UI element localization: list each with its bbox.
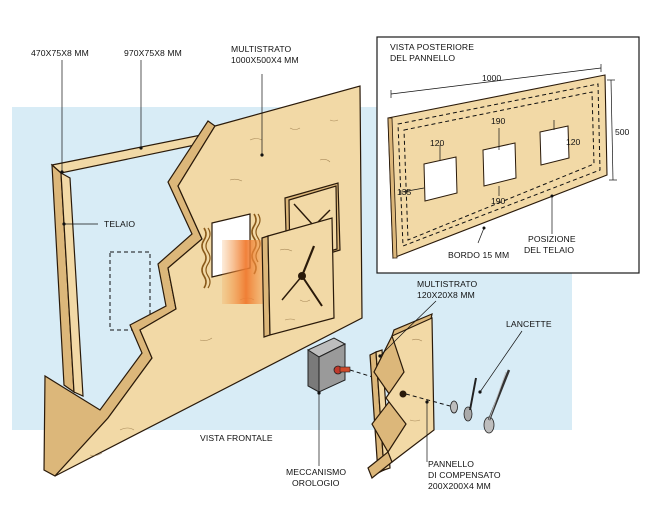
label-small-ply-size: 120X20X8 MM: [417, 290, 475, 300]
label-telaio: TELAIO: [104, 219, 135, 229]
label-pannello-3: 200X200X4 MM: [428, 481, 491, 491]
label-pannello-2: DI COMPENSATO: [428, 470, 501, 480]
dim-1000: 1000: [482, 73, 501, 83]
label-bordo: BORDO 15 MM: [448, 250, 509, 260]
label-frame-top: 970X75X8 MM: [124, 48, 182, 58]
clock-mechanism: [306, 337, 377, 393]
label-lancette: LANCETTE: [506, 319, 552, 329]
rear-view-inset: [376, 36, 640, 274]
label-meccanismo-1: MECCANISMO: [286, 467, 346, 477]
dim-190-top: 190: [491, 116, 506, 126]
compensato-panel: [367, 313, 451, 479]
clock-face-panels: [261, 182, 341, 338]
label-plywood-size: 1000X500X4 MM: [231, 55, 299, 65]
label-posizione-2: DEL TELAIO: [524, 245, 574, 255]
label-rear-title-1: VISTA POSTERIORE: [390, 42, 474, 52]
label-small-ply-title: MULTISTRATO: [417, 279, 478, 289]
dim-500: 500: [615, 127, 630, 137]
label-meccanismo-2: OROLOGIO: [292, 478, 340, 488]
label-plywood-title: MULTISTRATO: [231, 44, 292, 54]
dim-120-right: 120: [566, 137, 581, 147]
label-posizione-1: POSIZIONE: [528, 234, 576, 244]
label-frame-side: 470X75X8 MM: [31, 48, 89, 58]
label-vista-frontale: VISTA FRONTALE: [200, 433, 273, 443]
dim-135: 135: [397, 187, 412, 197]
label-pannello-1: PANNELLO: [428, 459, 474, 469]
clock-hands: [450, 369, 511, 434]
dim-190-bottom: 190: [491, 196, 506, 206]
label-rear-title-2: DEL PANNELLO: [390, 53, 455, 63]
dim-120-left: 120: [430, 138, 445, 148]
plywood-panel: [43, 85, 363, 477]
